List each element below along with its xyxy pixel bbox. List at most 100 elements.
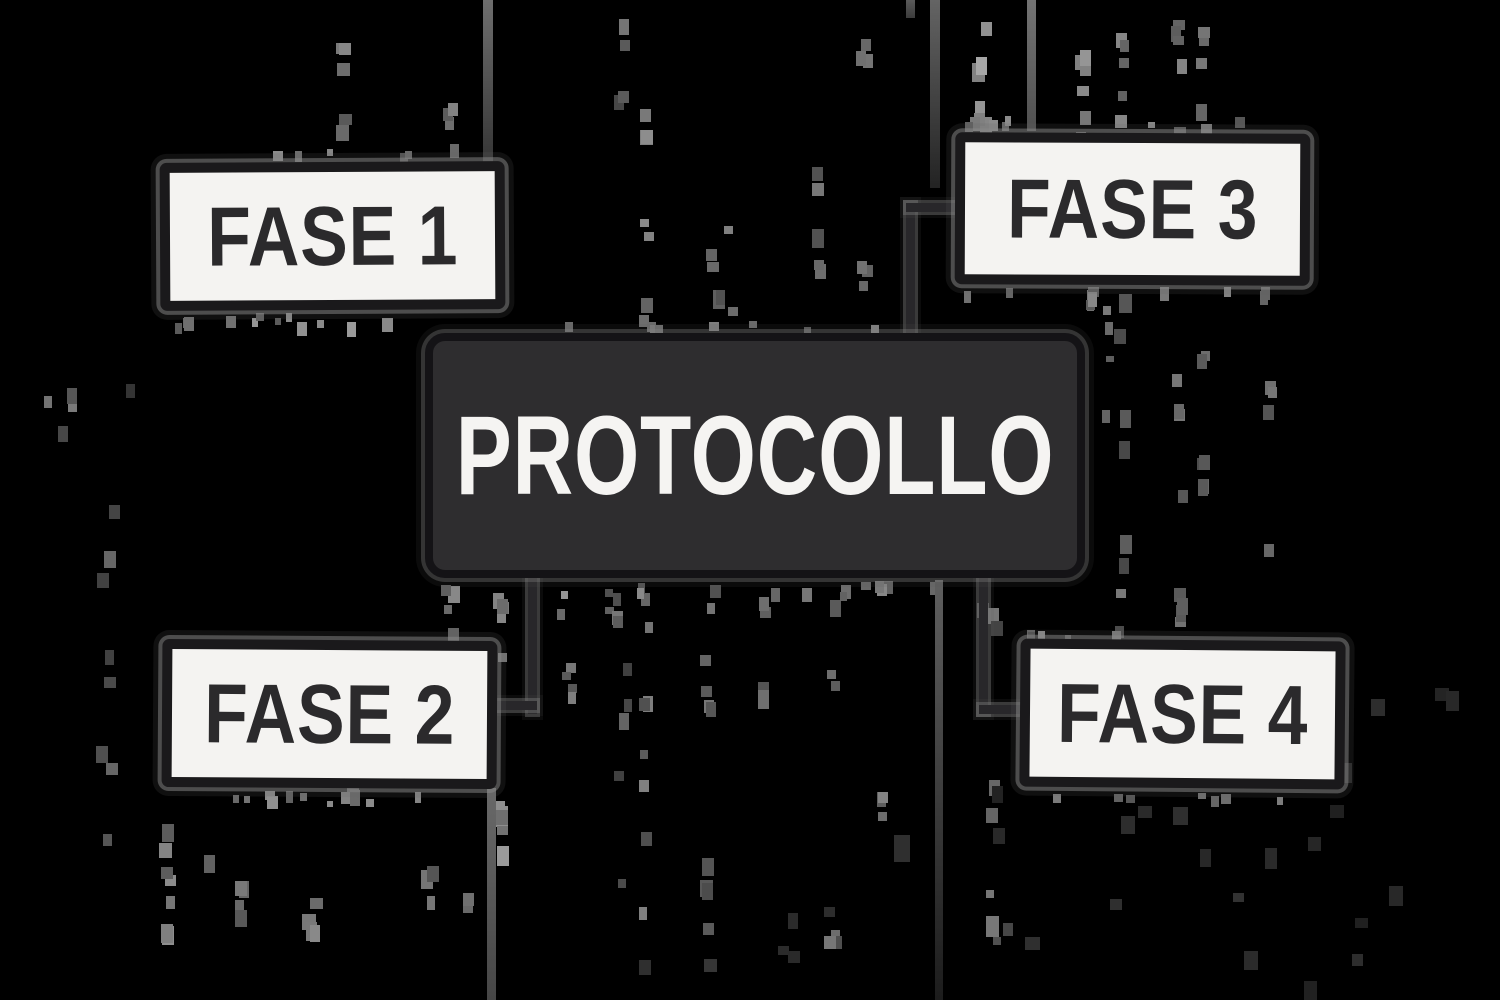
noise-square [414,792,422,804]
noise-square [272,150,281,162]
noise-square [1210,796,1220,807]
noise-square [448,628,460,643]
noise-square [979,116,992,135]
noise-square [824,935,837,949]
noise-square [1173,403,1185,419]
noise-bar [487,788,496,1000]
noise-square [165,875,176,887]
noise-square [748,320,758,328]
noise-square [771,588,780,603]
protocollo-label: PROTOCOLLO [455,392,1055,518]
noise-square [985,808,999,824]
noise-square [252,318,259,328]
noise-square [787,950,800,964]
noise-square [874,580,885,593]
noise-square [1159,287,1169,301]
noise-square [1114,329,1127,344]
noise-square [561,591,569,599]
noise-square [723,225,733,234]
noise-square [1198,27,1211,39]
noise-square [104,551,117,569]
noise-square [1118,294,1132,314]
noise-square [758,690,769,709]
noise-square [811,228,824,248]
noise-square [341,791,351,805]
noise-square [993,937,1002,945]
noise-square [804,327,811,337]
noise-square [760,606,772,619]
noise-square [1265,848,1278,869]
noise-square [641,129,653,144]
noise-square [1223,286,1231,297]
noise-square [1174,617,1186,628]
noise-square [204,854,215,873]
noise-square [975,101,986,115]
noise-square [985,889,995,898]
noise-square [826,670,837,679]
noise-square [859,280,869,291]
noise-square [1260,286,1271,300]
noise-square [448,103,458,116]
noise-square [1119,441,1131,459]
noise-square [1199,455,1210,470]
noise-square [877,812,887,821]
noise-square [338,113,352,126]
noise-square [860,38,871,52]
noise-square [840,592,848,602]
noise-square [614,94,625,111]
noise-square [1113,794,1123,802]
noise-square [604,589,613,597]
noise-square [67,396,78,413]
noise-square [709,585,721,598]
noise-square [636,588,645,600]
noise-square [654,325,664,340]
noise-bar [906,0,915,18]
noise-square [447,585,460,603]
noise-square [814,259,825,270]
noise-square [426,895,436,911]
noise-square [96,746,108,763]
fase-2-label: FASE 2 [203,666,456,762]
noise-square [1120,534,1132,555]
noise-bar [483,0,493,228]
noise-square [444,605,453,614]
noise-square [645,622,654,634]
noise-square [987,607,999,625]
noise-square [1232,892,1244,902]
noise-square [1221,794,1231,805]
noise-square [708,322,719,331]
noise-square [234,899,245,915]
noise-square [381,317,393,332]
noise-square [612,593,622,606]
noise-square [1115,589,1127,599]
node-fase-1: FASE 1 [159,161,506,311]
noise-square [638,314,650,327]
noise-square [1177,490,1188,503]
noise-square [1077,86,1089,96]
connector-protocollo-fase2-horizontal [494,701,537,710]
noise-square [1080,110,1091,125]
noise-bar [1027,0,1036,131]
noise-square [1196,104,1207,121]
noise-square [286,312,293,322]
node-protocollo: PROTOCOLLO [425,333,1085,578]
noise-square [162,824,175,843]
noise-square [161,923,173,943]
noise-square [992,785,1004,803]
noise-square [1351,954,1364,967]
noise-square [992,828,1006,844]
noise-square [1176,598,1188,615]
noise-square [638,907,648,921]
noise-square [613,616,624,628]
noise-square [1148,121,1155,128]
noise-square [349,790,360,806]
noise-square [494,800,505,811]
noise-square [701,685,712,698]
noise-square [758,681,770,695]
noise-square [639,749,649,759]
noise-square [564,321,573,332]
noise-square [286,790,294,803]
noise-square [650,325,659,334]
noise-square [174,323,183,334]
noise-square [703,923,714,935]
